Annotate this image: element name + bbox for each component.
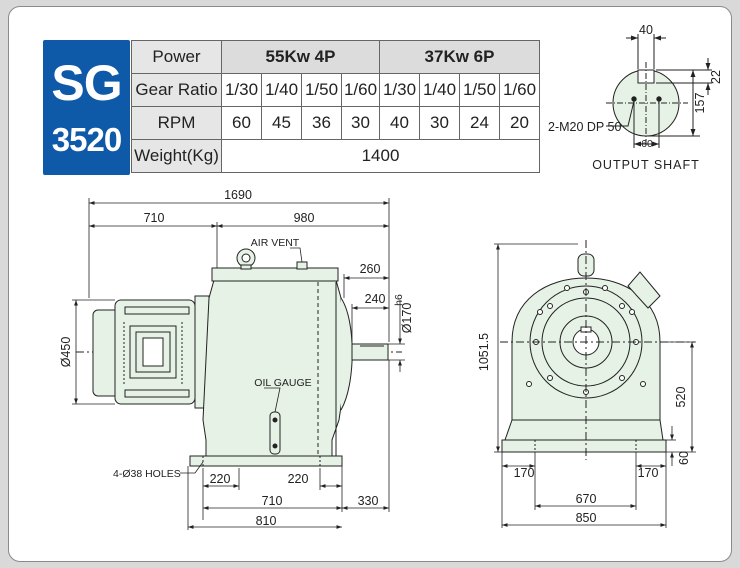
gearbox-top-cover (211, 267, 339, 282)
tap-hole (656, 96, 662, 102)
dim-edge-left: 170 (514, 466, 535, 480)
weight-row: Weight(Kg) 1400 (131, 139, 540, 173)
shaft-pitch-dim: 60 (641, 138, 653, 150)
dim-shaft-diameter: Ø170 (400, 303, 414, 334)
front-view (500, 240, 695, 460)
dim-center-height: 520 (674, 387, 688, 408)
dim-motor-length: 710 (144, 211, 165, 225)
shaft-tap-note: 2-M20 DP 50 (548, 120, 621, 134)
output-shaft (351, 343, 389, 361)
rpm-cell: 60 (221, 106, 262, 140)
dim-base-length: 810 (256, 514, 277, 528)
ratio-cell: 1/40 (419, 73, 460, 107)
power-row: Power 55Kw 4P 37Kw 6P (131, 40, 540, 74)
dim-shaft-reach: 260 (360, 262, 381, 276)
oil-gauge-label: OIL GAUGE (254, 377, 311, 389)
ratio-cell: 1/30 (379, 73, 420, 107)
weight-label: Weight(Kg) (131, 139, 222, 173)
rpm-cell: 40 (379, 106, 420, 140)
rpm-cell: 45 (261, 106, 302, 140)
dim-shaft-overhang: 330 (358, 494, 379, 508)
tap-hole (631, 96, 637, 102)
air-vent-label: AIR VENT (251, 237, 300, 249)
ratio-cell: 1/50 (301, 73, 342, 107)
dim-overall-length: 1690 (224, 188, 252, 202)
dim-hole-span: 670 (576, 492, 597, 506)
rpm-cell: 20 (499, 106, 540, 140)
output-shaft-detail (606, 34, 712, 148)
dim-base-pitch: 710 (262, 494, 283, 508)
rpm-cell: 30 (341, 106, 380, 140)
side-view-dimensions (72, 198, 405, 530)
ratio-cell: 1/30 (221, 73, 262, 107)
ratio-cell: 1/40 (261, 73, 302, 107)
air-vent (296, 261, 308, 270)
weight-value: 1400 (221, 139, 540, 173)
rpm-cell: 30 (419, 106, 460, 140)
ratio-row: Gear Ratio 1/30 1/40 1/50 1/60 1/30 1/40… (131, 73, 540, 107)
dim-shaft-tolerance: h6 (393, 294, 405, 306)
dim-base-width: 850 (576, 511, 597, 525)
dim-shaft-length: 240 (365, 292, 386, 306)
dim-motor-diameter: Ø450 (59, 337, 73, 368)
power-group-2: 37Kw 6P (379, 40, 540, 74)
dim-edge-right: 170 (638, 466, 659, 480)
front-view-dimensions (494, 243, 696, 528)
dim-base-thickness: 60 (677, 451, 691, 465)
rpm-label: RPM (131, 106, 222, 140)
shaft-caption: OUTPUT SHAFT (592, 158, 700, 172)
model-series: SG (51, 55, 122, 111)
dim-reducer-length: 980 (294, 211, 315, 225)
front-base (501, 439, 667, 453)
ratio-cell: 1/50 (459, 73, 500, 107)
side-view (76, 248, 402, 468)
gear-ratio-label: Gear Ratio (131, 73, 222, 107)
power-label: Power (131, 40, 222, 74)
spec-table: Power 55Kw 4P 37Kw 6P Gear Ratio 1/30 1/… (131, 40, 540, 173)
holes-label: 4-Ø38 HOLES (113, 468, 181, 480)
dim-hole-pitch-left: 220 (210, 472, 231, 486)
dim-hole-pitch-right: 220 (288, 472, 309, 486)
shaft-keyway-dim: 22 (709, 70, 723, 84)
shaft-width-dim: 40 (639, 23, 653, 37)
model-size: 3520 (51, 121, 122, 158)
shaft-diameter-dim: 157 (693, 93, 707, 114)
gearbox-base (189, 455, 343, 467)
dim-overall-height: 1051.5 (477, 333, 491, 371)
rpm-cell: 24 (459, 106, 500, 140)
model-badge: SG 3520 (43, 40, 130, 175)
